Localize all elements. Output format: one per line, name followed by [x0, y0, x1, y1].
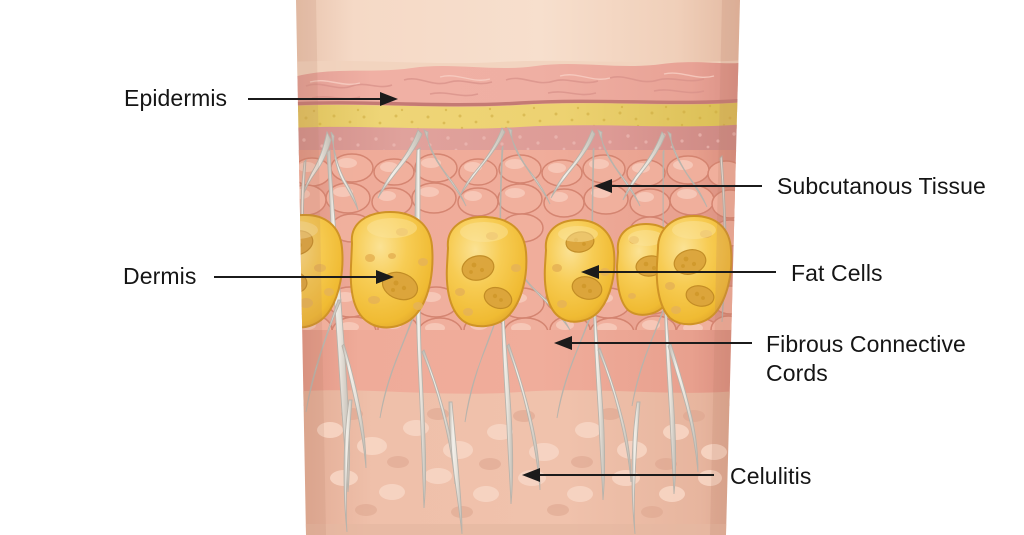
- leader-epidermis: [248, 92, 398, 106]
- label-dermis: Dermis: [123, 263, 197, 289]
- leader-fat-cells: [581, 265, 776, 279]
- yellow-layer: [296, 102, 740, 133]
- leader-subcutaneous-tissue: [594, 179, 762, 193]
- leader-fibrous-cords: [554, 336, 752, 350]
- leader-dermis: [214, 270, 394, 284]
- leader-lines: [214, 92, 776, 482]
- label-epidermis: Epidermis: [124, 85, 228, 111]
- label-celulitis: Celulitis: [730, 463, 812, 489]
- skin-block: [296, 0, 740, 535]
- label-fat-cells: Fat Cells: [791, 260, 883, 286]
- fat-cells-group: [296, 210, 733, 329]
- fat-cell: [445, 215, 528, 328]
- cellulite-dimples: [300, 408, 733, 535]
- block-left-shading: [296, 0, 326, 535]
- epidermis-basal-line: [296, 98, 740, 107]
- fat-cell: [349, 210, 434, 329]
- fat-cell: [543, 218, 616, 323]
- leader-celulitis: [522, 468, 714, 482]
- epidermis-layer: [296, 62, 740, 112]
- block-right-shading: [710, 0, 740, 535]
- label-fibrous-connective-cords: Fibrous Connective Cords: [766, 331, 966, 386]
- fat-cell: [655, 214, 733, 326]
- label-subcutaneous-tissue: Subcutanous Tissue: [777, 173, 986, 199]
